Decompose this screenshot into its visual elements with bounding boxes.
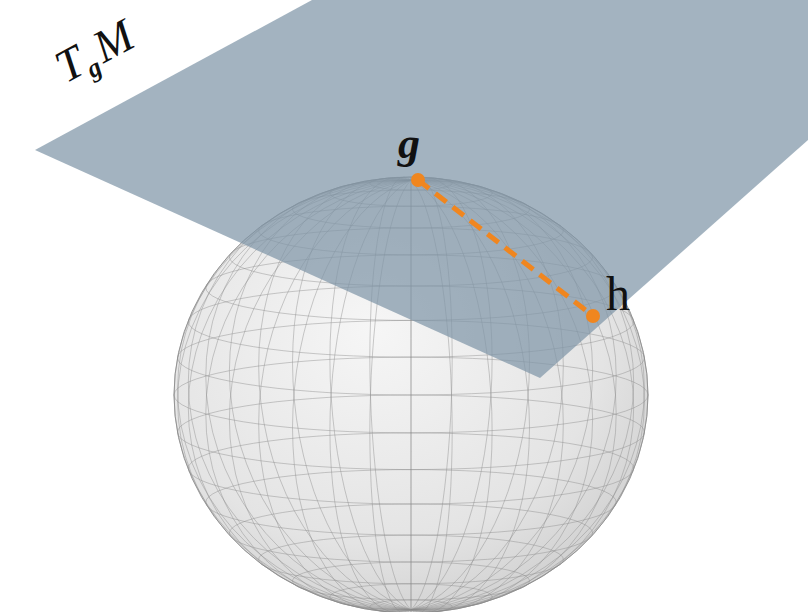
geodesic-segment xyxy=(418,180,593,316)
tangent-space-label: TgM xyxy=(48,12,141,91)
point-label: h xyxy=(606,267,630,320)
tangent-plane xyxy=(35,0,808,378)
point-label: g xyxy=(398,119,420,168)
point-g xyxy=(411,173,425,187)
point-h xyxy=(586,309,600,323)
